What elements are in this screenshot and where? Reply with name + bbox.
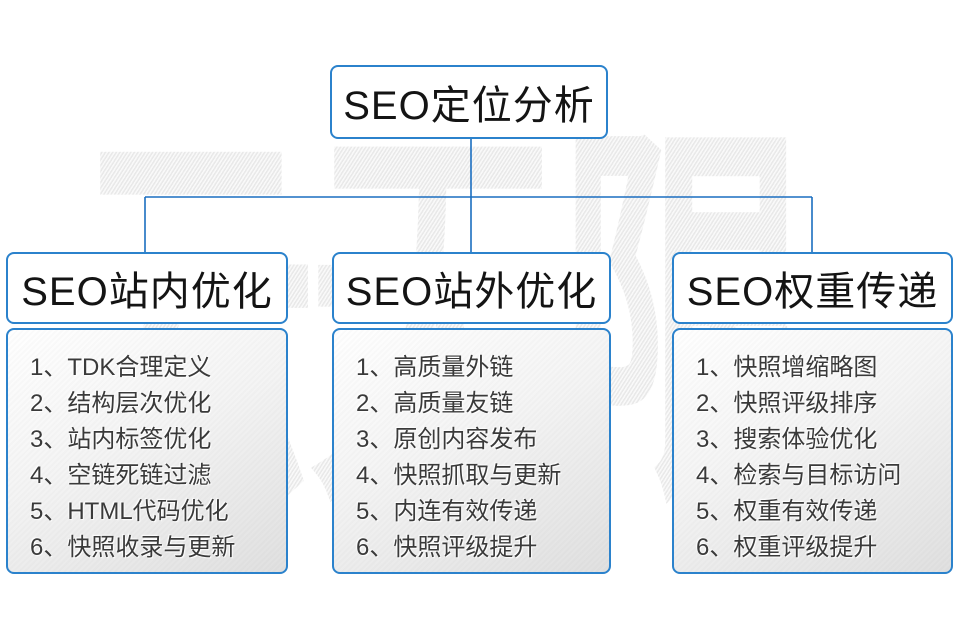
list-item: 2、高质量友链 <box>356 390 514 417</box>
column-offsite-optimization: SEO站外优化 1、高质量外链 2、高质量友链 3、原创内容发布 4、快照抓取与更新 5… <box>332 252 611 574</box>
list-item: 5、HTML代码优化 <box>30 498 229 525</box>
root-node-title: SEO定位分析 <box>343 84 595 128</box>
list-item: 4、检索与目标访问 <box>696 462 902 489</box>
root-node-box: SEO定位分析 <box>330 65 608 139</box>
list-item: 4、快照抓取与更新 <box>356 462 562 489</box>
list-item: 1、快照增缩略图 <box>696 354 878 381</box>
list-item: 3、原创内容发布 <box>356 426 538 453</box>
list-item: 1、高质量外链 <box>356 354 514 381</box>
column-header-title: SEO站内优化 <box>21 270 273 314</box>
column-item-panel: 1、TDK合理定义 2、结构层次优化 3、站内标签优化 4、空链死链过滤 5、HTML代… <box>6 328 288 574</box>
list-item: 2、快照评级排序 <box>696 390 878 417</box>
list-item: 4、空链死链过滤 <box>30 462 212 489</box>
column-item-panel: 1、快照增缩略图 2、快照评级排序 3、搜索体验优化 4、检索与目标访问 5、权重有效传… <box>672 328 953 574</box>
list-item: 6、快照评级提升 <box>356 534 538 561</box>
list-item: 3、站内标签优化 <box>30 426 212 453</box>
list-item: 5、内连有效传递 <box>356 498 538 525</box>
list-item: 5、权重有效传递 <box>696 498 878 525</box>
column-header-box: SEO站外优化 <box>332 252 611 324</box>
list-item: 3、搜索体验优化 <box>696 426 878 453</box>
column-header-title: SEO权重传递 <box>686 270 939 314</box>
column-onsite-optimization: SEO站内优化 1、TDK合理定义 2、结构层次优化 3、站内标签优化 4、空链死链过… <box>6 252 288 574</box>
list-item: 1、TDK合理定义 <box>30 354 212 381</box>
column-header-title: SEO站外优化 <box>345 270 598 314</box>
list-item: 6、快照收录与更新 <box>30 534 236 561</box>
list-item: 2、结构层次优化 <box>30 390 212 417</box>
column-weight-transfer: SEO权重传递 1、快照增缩略图 2、快照评级排序 3、搜索体验优化 4、检索与目标访… <box>672 252 953 574</box>
column-header-box: SEO站内优化 <box>6 252 288 324</box>
column-header-box: SEO权重传递 <box>672 252 953 324</box>
column-item-panel: 1、高质量外链 2、高质量友链 3、原创内容发布 4、快照抓取与更新 5、内连有效传递 6… <box>332 328 611 574</box>
list-item: 6、权重评级提升 <box>696 534 878 561</box>
